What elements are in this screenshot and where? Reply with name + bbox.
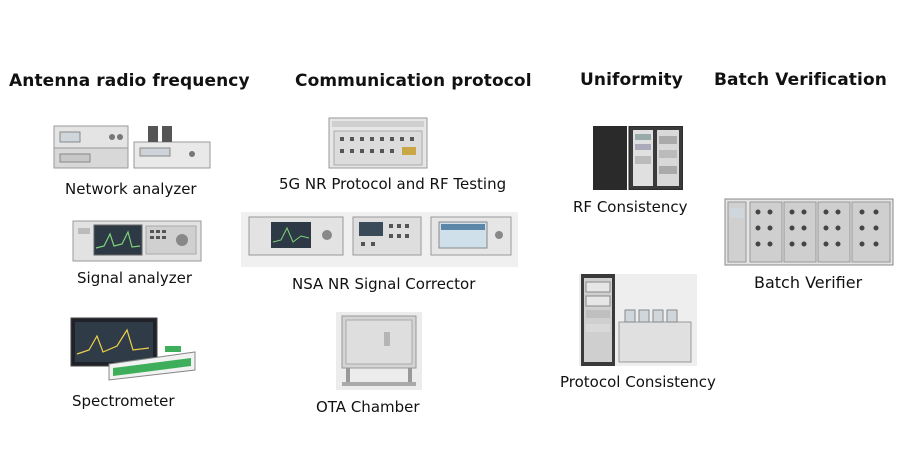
network-analyzer-image xyxy=(52,122,212,174)
caption-network-analyzer: Network analyzer xyxy=(65,180,197,198)
caption-spectrometer: Spectrometer xyxy=(72,392,175,410)
caption-nsa-corrector: NSA NR Signal Corrector xyxy=(292,275,476,293)
protocol-consistency-image xyxy=(579,274,697,366)
ota-chamber-image xyxy=(336,312,422,390)
rf-consistency-image xyxy=(593,126,683,190)
nsa-corrector-image xyxy=(241,212,518,267)
heading-antenna-radio-frequency: Antenna radio frequency xyxy=(9,71,250,91)
heading-uniformity: Uniformity xyxy=(580,70,683,90)
caption-rf-consistency: RF Consistency xyxy=(573,198,688,216)
caption-batch-verifier: Batch Verifier xyxy=(754,273,863,292)
caption-ota-chamber: OTA Chamber xyxy=(316,398,420,416)
caption-protocol-consistency: Protocol Consistency xyxy=(560,373,716,391)
spectrometer-image xyxy=(69,316,199,382)
heading-batch-verification: Batch Verification xyxy=(714,70,887,90)
batch-verifier-image xyxy=(724,198,894,266)
caption-signal-analyzer: Signal analyzer xyxy=(77,269,193,287)
signal-analyzer-image xyxy=(72,220,202,262)
heading-communication-protocol: Communication protocol xyxy=(295,71,532,91)
nr-protocol-tester-image xyxy=(328,117,428,169)
caption-nr-protocol: 5G NR Protocol and RF Testing xyxy=(279,175,507,193)
